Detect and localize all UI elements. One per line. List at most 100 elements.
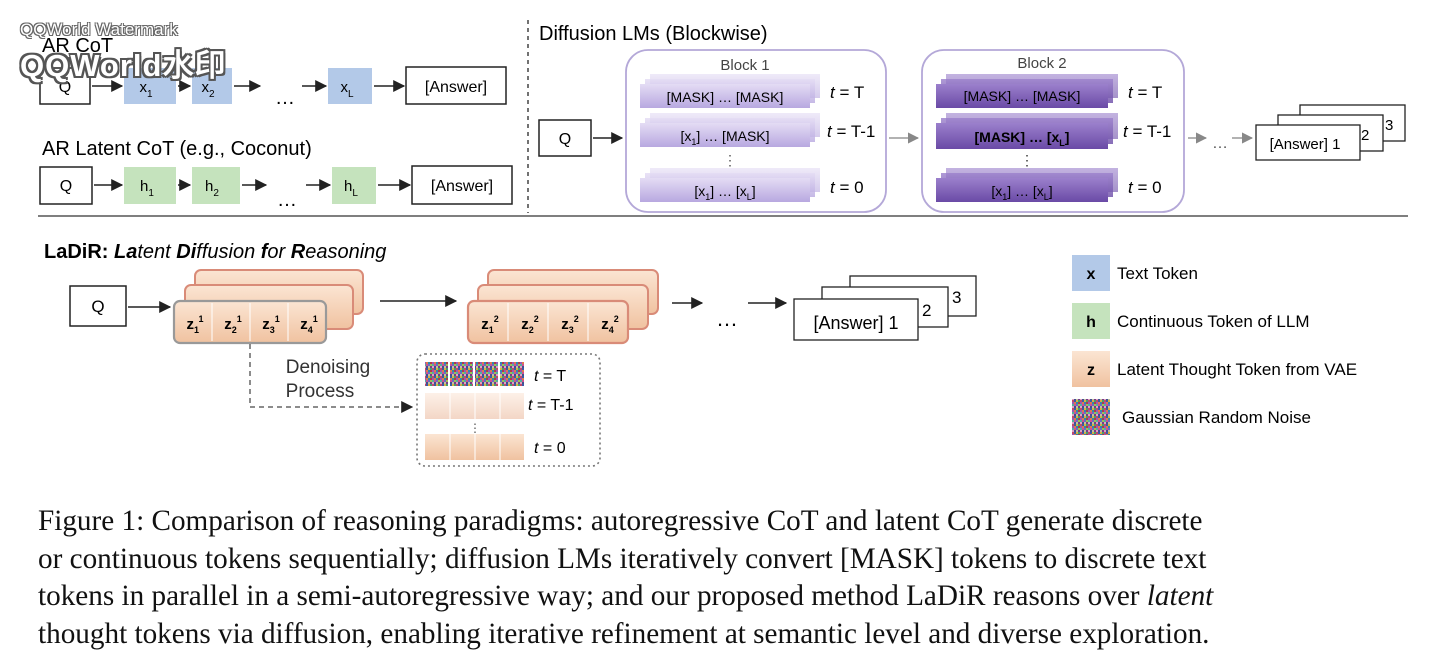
ladir-b2-token-2: z22 <box>521 314 539 335</box>
block-1-row-T: [MASK] … [MASK] <box>640 74 820 108</box>
svg-text:[x1] … [xL]: [x1] … [xL] <box>694 183 755 202</box>
ladir-b2-token-4: z42 <box>601 314 619 335</box>
diffusion-answer-stack: 3 2 [Answer] 1 <box>1255 104 1406 161</box>
ar-cot-section: AR CoT Q x1 x2 … xL [Answer] <box>39 35 507 109</box>
block-2-row-T: [MASK] … [MASK] <box>936 74 1118 108</box>
ladir-title-part-4: f <box>261 241 270 263</box>
svg-text:⋮: ⋮ <box>1020 152 1034 168</box>
ar-cot-token-2 <box>192 68 232 104</box>
ladir-b1-token-1: z11 <box>186 314 203 335</box>
ladir-title-part-0: La <box>114 241 137 263</box>
ladir-title: LaDiR: Latent Diffusion for Reasoning <box>44 241 386 263</box>
svg-text:[Answer]: [Answer] <box>431 178 493 195</box>
svg-text:…: … <box>277 189 297 211</box>
noise-row <box>425 362 524 386</box>
legend-swatch-4 <box>1072 399 1110 435</box>
svg-text:x1: x1 <box>139 79 153 100</box>
legend-swatch-2 <box>1072 303 1110 339</box>
ladir-b1-token-4: z41 <box>300 314 318 335</box>
svg-text:[Answer] 1: [Answer] 1 <box>1270 136 1341 153</box>
svg-text:…: … <box>716 306 738 331</box>
ladir-title-part-1: tent <box>137 241 176 263</box>
svg-text:t = T-1: t = T-1 <box>827 122 875 141</box>
denoise-label-1: Denoising <box>286 357 371 378</box>
watermark-line-1: QQWorld Watermark <box>20 20 178 39</box>
ladir-b2-token-1: z12 <box>481 314 499 335</box>
ladir-answer-stack: 3 2 [Answer] 1 <box>793 275 977 341</box>
legend-label-1: Text Token <box>1117 264 1198 283</box>
denoise-arrow <box>249 344 414 413</box>
block-2-row-0: [x1] … [xL] <box>936 168 1118 202</box>
legend-swatch-3 <box>1072 351 1110 387</box>
svg-text:[x1] … [MASK]: [x1] … [MASK] <box>680 128 769 147</box>
block-1-row-T-1: [x1] … [MASK] <box>640 113 820 147</box>
svg-text:⋮: ⋮ <box>723 152 737 168</box>
ar-latent-cot-section: AR Latent CoT (e.g., Coconut) Q h1 h2 … … <box>39 138 513 211</box>
svg-text:t = T: t = T <box>1128 83 1162 102</box>
svg-text:Q: Q <box>60 178 72 195</box>
legend-symbol-1: x <box>1087 266 1096 283</box>
denoise-label-2: Process <box>286 381 355 402</box>
ladir-title-part-6: R <box>291 241 306 263</box>
svg-text:[MASK] … [MASK]: [MASK] … [MASK] <box>667 89 784 105</box>
ladir-title-part-2: Di <box>176 241 196 263</box>
svg-text:h1: h1 <box>140 178 154 199</box>
diffusion-q-box <box>538 119 592 157</box>
block-1-label: Block 1 <box>720 57 769 74</box>
ladir-b2-token-3: z32 <box>561 314 579 335</box>
ar-latent-token-2 <box>192 167 240 204</box>
ar-latent-title: AR Latent CoT (e.g., Coconut) <box>42 138 312 160</box>
svg-text:[x1] … [xL]: [x1] … [xL] <box>991 183 1052 202</box>
ladir-b1-token-3: z31 <box>262 314 280 335</box>
figure-caption: Figure 1: Comparison of reasoning paradi… <box>38 503 1413 653</box>
svg-text:Q: Q <box>91 297 104 316</box>
svg-text:2: 2 <box>922 301 931 320</box>
svg-text:t = T: t = T <box>534 368 566 385</box>
ar-latent-answer-box <box>411 165 513 205</box>
svg-text:t = 0: t = 0 <box>1128 178 1162 197</box>
ladir-section: LaDiR: Latent Diffusion for Reasoning Q … <box>44 241 977 467</box>
legend-symbol-2: h <box>1086 314 1096 331</box>
latent-row-0 <box>425 434 524 460</box>
svg-text:hL: hL <box>344 178 358 199</box>
svg-text:[MASK] … [MASK]: [MASK] … [MASK] <box>964 88 1081 104</box>
caption-line-4: thought tokens via diffusion, enabling i… <box>38 617 1210 650</box>
svg-text:Q: Q <box>559 131 571 148</box>
svg-text:3: 3 <box>1385 117 1393 134</box>
caption-latent-emphasis: latent <box>1146 580 1214 612</box>
watermark-line-2: QQWorld水印 <box>20 48 227 83</box>
legend-label-4: Gaussian Random Noise <box>1122 408 1311 427</box>
svg-text:[Answer] 1: [Answer] 1 <box>813 313 898 333</box>
diffusion-lm-section: Diffusion LMs (Blockwise) Q Block 1 [MAS… <box>538 23 1406 213</box>
svg-text:x2: x2 <box>201 79 215 100</box>
caption-line-2: or continuous tokens sequentially; diffu… <box>38 542 1207 575</box>
svg-text:t = 0: t = 0 <box>534 440 566 457</box>
svg-text:h2: h2 <box>205 178 219 199</box>
ladir-latent-block-2: z12 z22 z32 z42 <box>466 269 659 345</box>
ladir-title-part-3: ffusion <box>196 241 260 263</box>
caption-line-3: tokens in parallel in a semi-autoregress… <box>38 580 1214 612</box>
svg-text:t = 0: t = 0 <box>830 178 864 197</box>
ladir-q-box <box>69 285 127 327</box>
legend-label-2: Continuous Token of LLM <box>1117 312 1309 331</box>
block-1-row-0: [x1] … [xL] <box>640 168 820 202</box>
ar-cot-ellipsis: … <box>275 87 295 109</box>
svg-text:…: … <box>1212 135 1228 152</box>
svg-text:xL: xL <box>340 79 354 100</box>
ar-latent-q-box <box>39 166 93 205</box>
latent-row-T-1 <box>425 393 524 419</box>
svg-text:[MASK] … [xL]: [MASK] … [xL] <box>975 129 1070 148</box>
ar-cot-q-label: Q <box>59 79 71 96</box>
ar-cot-answer-box <box>405 66 507 105</box>
legend-label-3: Latent Thought Token from VAE <box>1117 360 1357 379</box>
ar-latent-token-1 <box>124 167 176 204</box>
block-2-row-T-1: [MASK] … [xL] <box>936 113 1118 149</box>
ladir-latent-block-1: z11 z21 z31 z41 <box>172 269 364 345</box>
ar-cot-q-box <box>39 67 91 105</box>
reasoning-paradigms-diagram: AR CoT Q x1 x2 … xL [Answer] AR Latent C… <box>38 20 1408 467</box>
ladir-b1-token-2: z21 <box>224 314 242 335</box>
block-2-label: Block 2 <box>1017 55 1066 72</box>
ar-cot-token-1 <box>124 68 176 104</box>
svg-text:⋮: ⋮ <box>469 421 481 435</box>
